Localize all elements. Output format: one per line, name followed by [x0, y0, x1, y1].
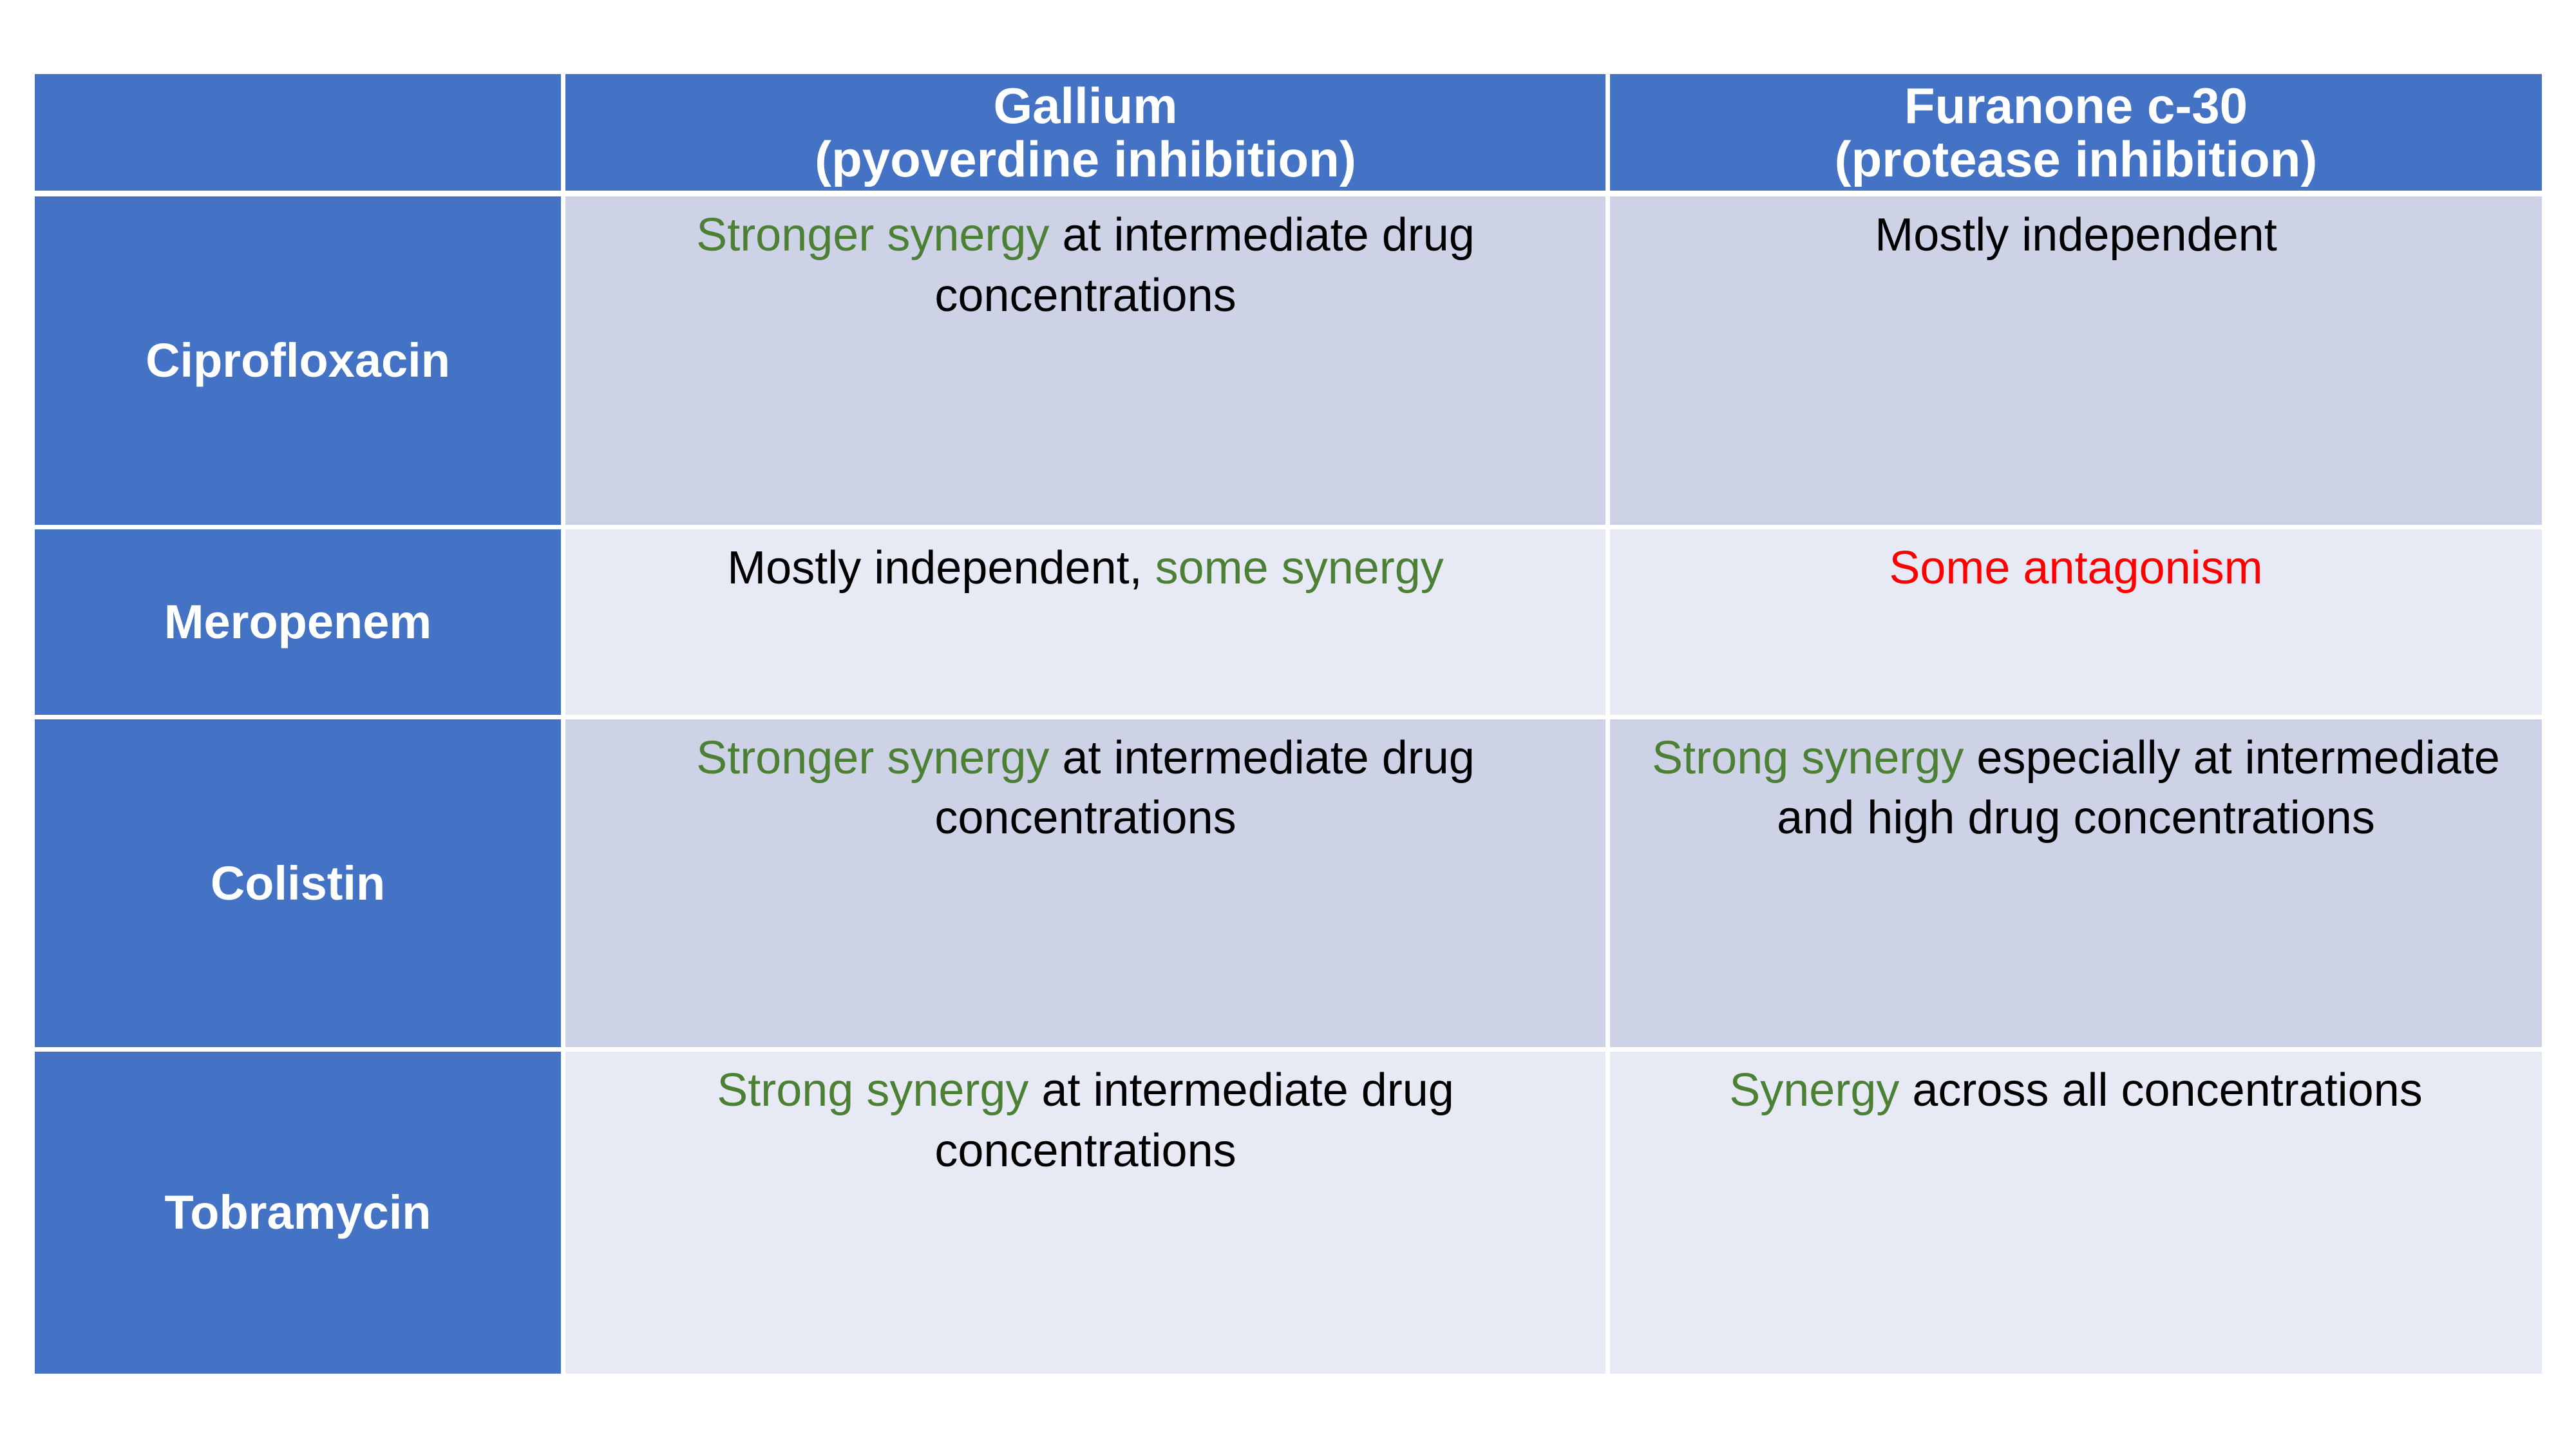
rest-text: at intermediate drug concentrations: [934, 209, 1475, 321]
table-row: Tobramycin Strong synergy at intermediat…: [35, 1052, 2542, 1374]
synergy-summary-table-container: Gallium (pyoverdine inhibition) Furanone…: [35, 74, 2542, 1374]
highlight-text: Strong synergy: [717, 1065, 1029, 1117]
cell-meropenem-furanone: Some antagonism: [1610, 529, 2542, 719]
highlight-text: Some antagonism: [1889, 542, 2263, 594]
cell-text: Some antagonism: [1627, 538, 2525, 599]
table-row: Meropenem Mostly independent, some syner…: [35, 529, 2542, 719]
column-header-gallium-title: Gallium: [993, 77, 1178, 134]
cell-text: Strong synergy at intermediate drug conc…: [582, 1061, 1589, 1181]
rest-text: especially at intermediate and high drug…: [1777, 732, 2500, 844]
cell-meropenem-gallium: Mostly independent, some synergy: [565, 529, 1610, 719]
cell-text: Stronger synergy at intermediate drug co…: [582, 205, 1589, 326]
row-label-tobramycin: Tobramycin: [35, 1052, 565, 1374]
row-label-ciprofloxacin: Ciprofloxacin: [35, 196, 565, 529]
row-label-meropenem: Meropenem: [35, 529, 565, 719]
column-header-furanone-title: Furanone c-30: [1904, 77, 2248, 134]
rest-text: Mostly independent: [1875, 209, 2277, 261]
cell-colistin-gallium: Stronger synergy at intermediate drug co…: [565, 719, 1610, 1052]
cell-text: Stronger synergy at intermediate drug co…: [582, 728, 1589, 849]
column-header-gallium-subtitle: (pyoverdine inhibition): [815, 130, 1356, 187]
highlight-text: Synergy: [1729, 1065, 1900, 1117]
cell-text: Mostly independent: [1627, 205, 2525, 266]
highlight-text: Stronger synergy: [696, 732, 1050, 784]
row-label-colistin: Colistin: [35, 719, 565, 1052]
rest-text: at intermediate drug concentrations: [934, 1065, 1454, 1177]
table-header: Gallium (pyoverdine inhibition) Furanone…: [35, 74, 2542, 197]
synergy-summary-table: Gallium (pyoverdine inhibition) Furanone…: [35, 74, 2542, 1374]
highlight-text: some synergy: [1155, 542, 1444, 594]
cell-text: Strong synergy especially at intermediat…: [1627, 728, 2525, 849]
rest-text: at intermediate drug concentrations: [934, 732, 1475, 844]
highlight-text: Stronger synergy: [696, 209, 1050, 261]
cell-tobramycin-gallium: Strong synergy at intermediate drug conc…: [565, 1052, 1610, 1374]
table-row: Colistin Stronger synergy at intermediat…: [35, 719, 2542, 1052]
header-row: Gallium (pyoverdine inhibition) Furanone…: [35, 74, 2542, 197]
lead-text: Mostly independent,: [727, 542, 1155, 594]
cell-text: Mostly independent, some synergy: [582, 538, 1589, 599]
rest-text: across all concentrations: [1899, 1065, 2423, 1117]
header-corner-cell: [35, 74, 565, 197]
column-header-furanone: Furanone c-30 (protease inhibition): [1610, 74, 2542, 197]
table-body: Ciprofloxacin Stronger synergy at interm…: [35, 196, 2542, 1374]
cell-tobramycin-furanone: Synergy across all concentrations: [1610, 1052, 2542, 1374]
cell-text: Synergy across all concentrations: [1627, 1061, 2525, 1121]
highlight-text: Strong synergy: [1652, 732, 1964, 784]
cell-colistin-furanone: Strong synergy especially at intermediat…: [1610, 719, 2542, 1052]
cell-ciprofloxacin-furanone: Mostly independent: [1610, 196, 2542, 529]
column-header-gallium: Gallium (pyoverdine inhibition): [565, 74, 1610, 197]
column-header-furanone-subtitle: (protease inhibition): [1834, 130, 2318, 187]
cell-ciprofloxacin-gallium: Stronger synergy at intermediate drug co…: [565, 196, 1610, 529]
table-row: Ciprofloxacin Stronger synergy at interm…: [35, 196, 2542, 529]
